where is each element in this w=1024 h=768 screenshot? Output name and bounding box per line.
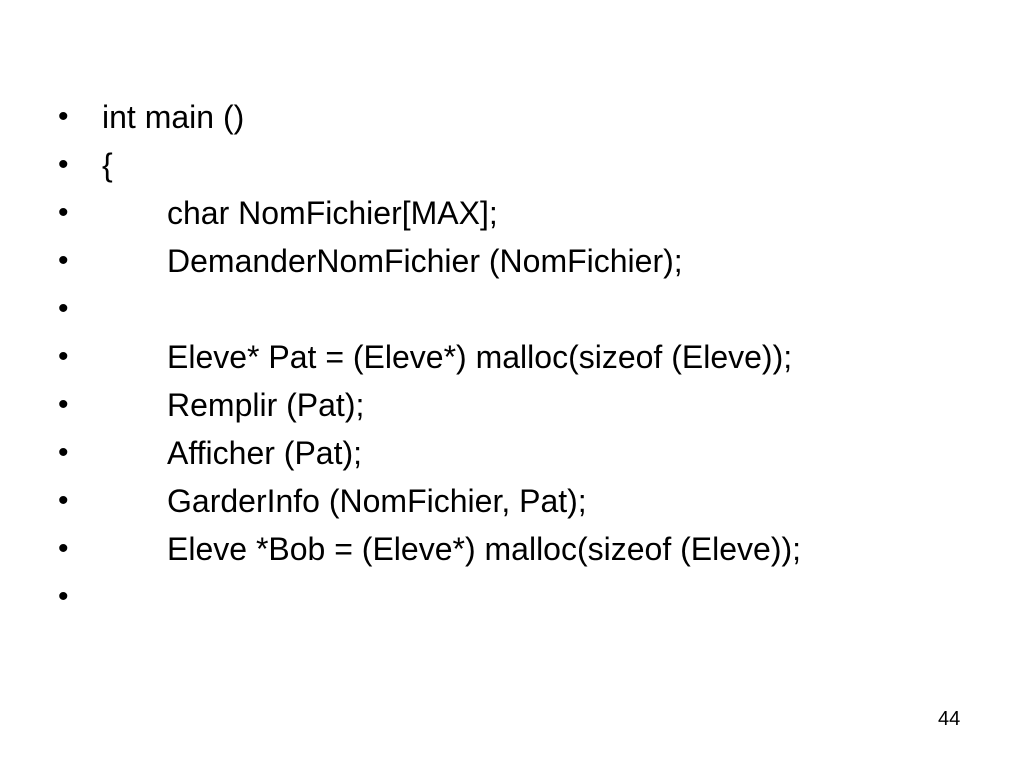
bullet-icon: • xyxy=(58,148,69,181)
bullet-icon: • xyxy=(58,532,69,565)
code-line-text: GarderInfo (NomFichier, Pat); xyxy=(167,483,587,519)
page-number: 44 xyxy=(938,708,961,730)
code-line-text: Remplir (Pat); xyxy=(167,387,365,423)
bullet-icon: • xyxy=(58,196,69,229)
code-line-text: Eleve* Pat = (Eleve*) malloc(sizeof (Ele… xyxy=(167,339,793,375)
bullet-icon: • xyxy=(58,340,69,373)
bullet-icon: • xyxy=(58,244,69,277)
bullet-icon: • xyxy=(58,580,69,613)
code-line-text: int main () xyxy=(102,99,245,135)
bullet-icon: • xyxy=(58,100,69,133)
bullet-icon: • xyxy=(58,292,69,325)
code-line-text: DemanderNomFichier (NomFichier); xyxy=(167,243,683,279)
bullet-icon: • xyxy=(58,484,69,517)
code-line-text: Eleve *Bob = (Eleve*) malloc(sizeof (Ele… xyxy=(167,531,802,567)
code-line-text: char NomFichier[MAX]; xyxy=(167,195,498,231)
code-line-text: { xyxy=(102,147,113,183)
bullet-icon: • xyxy=(58,388,69,421)
bullet-icon: • xyxy=(58,436,69,469)
code-line-text: Afficher (Pat); xyxy=(167,435,363,471)
